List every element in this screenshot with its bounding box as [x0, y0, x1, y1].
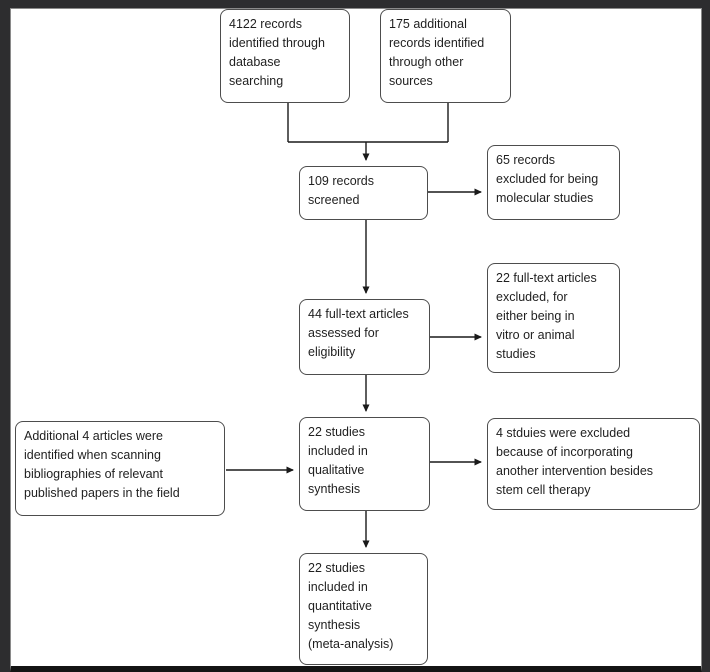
box-records-identified-other-sources: 175 additional records identified throug…: [380, 9, 511, 103]
box-records-excluded-molecular: 65 records excluded for being molecular …: [487, 145, 620, 220]
box-fulltext-excluded: 22 full-text articles excluded, for eith…: [487, 263, 620, 373]
box-records-identified-database: 4122 records identified through database…: [220, 9, 350, 103]
box-studies-qualitative-synthesis: 22 studies included in qualitative synth…: [299, 417, 430, 511]
box-records-screened: 109 records screened: [299, 166, 428, 220]
box-fulltext-assessed: 44 full-text articles assessed for eligi…: [299, 299, 430, 375]
box-studies-excluded-intervention: 4 stduies were excluded because of incor…: [487, 418, 700, 510]
box-additional-articles-bibliographies: Additional 4 articles were identified wh…: [15, 421, 225, 516]
box-studies-quantitative-synthesis: 22 studies included in quantitative synt…: [299, 553, 428, 665]
